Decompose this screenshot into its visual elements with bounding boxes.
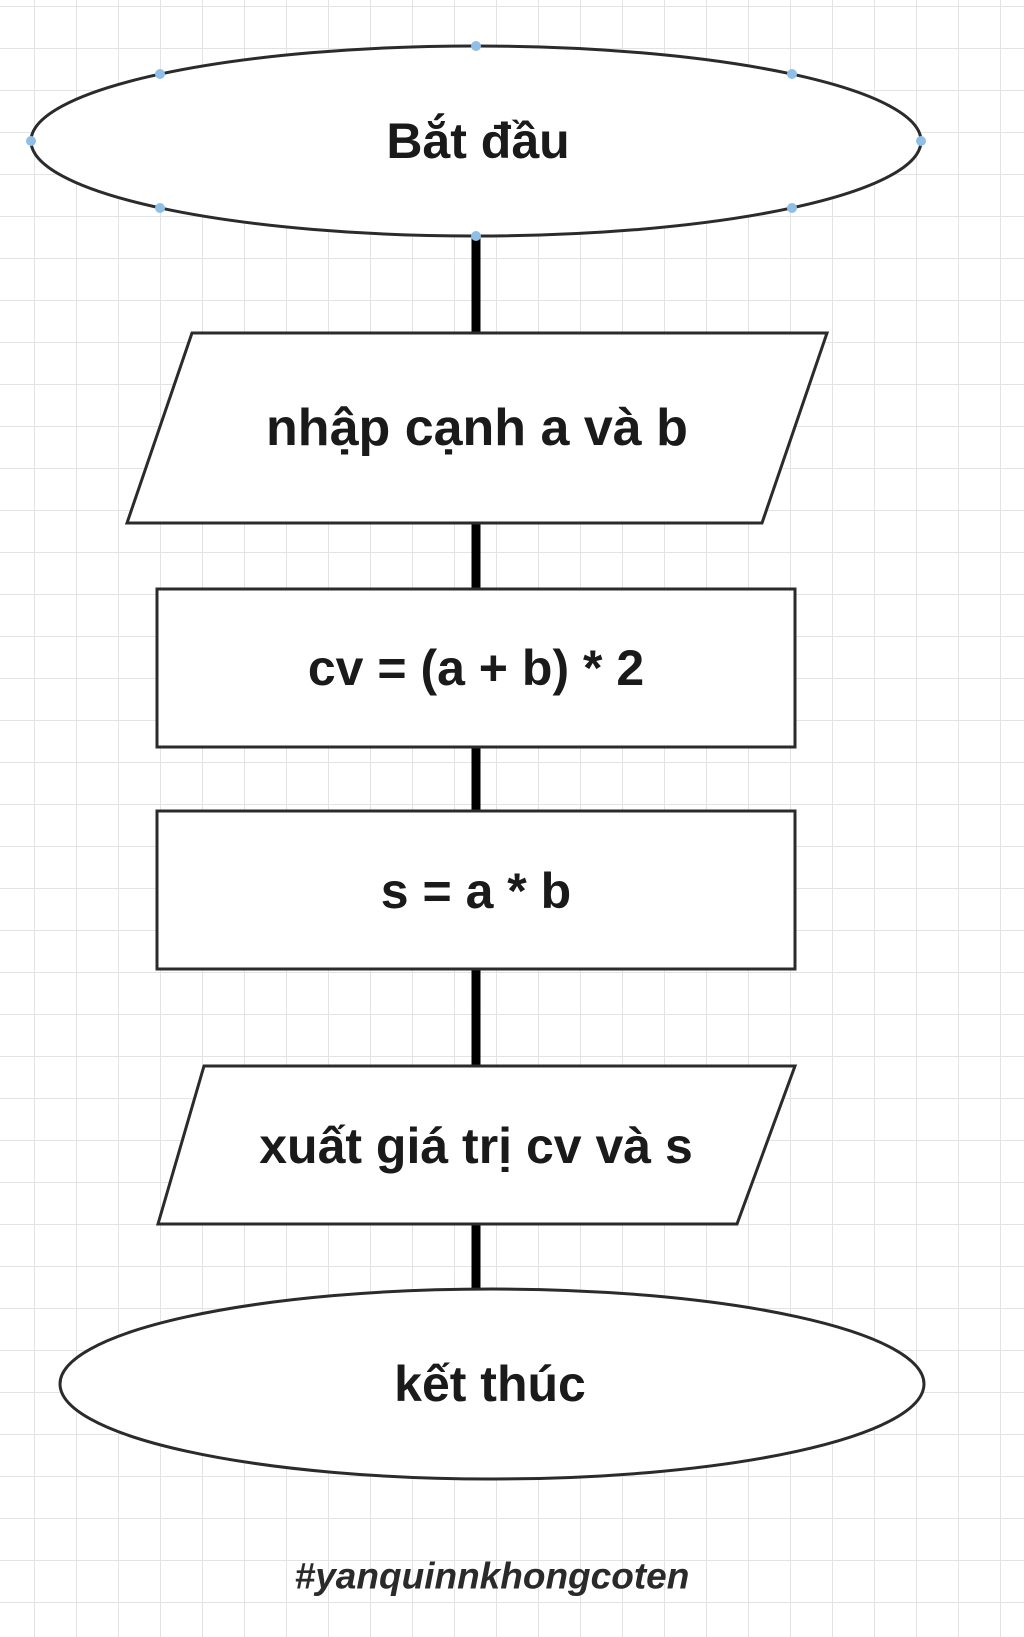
end-node[interactable]: kết thúc <box>58 1287 926 1481</box>
selection-handle[interactable] <box>155 203 165 213</box>
output-node[interactable]: xuất giá trị cv và s <box>156 1064 798 1226</box>
input-node[interactable]: nhập cạnh a và b <box>124 331 830 525</box>
process-area-label: s = a * b <box>381 863 571 919</box>
selection-handle[interactable] <box>26 136 36 146</box>
selection-handle[interactable] <box>916 136 926 146</box>
process-perimeter-label: cv = (a + b) * 2 <box>308 640 644 696</box>
output-parallelogram <box>156 1064 798 1226</box>
end-label: kết thúc <box>394 1356 586 1412</box>
selection-handles <box>26 41 926 241</box>
selection-handle[interactable] <box>471 231 481 241</box>
process-perimeter-rect <box>155 587 797 749</box>
input-label: nhập cạnh a và b <box>266 399 688 457</box>
selection-handle[interactable] <box>787 69 797 79</box>
start-node[interactable]: Bắt đầu <box>26 41 926 241</box>
process-area-rect <box>155 809 797 971</box>
selection-handle[interactable] <box>787 203 797 213</box>
selection-handle[interactable] <box>471 41 481 51</box>
start-label: Bắt đầu <box>386 113 569 169</box>
input-parallelogram <box>124 331 830 525</box>
end-ellipse <box>58 1287 926 1481</box>
watermark-text: #yanquinnkhongcoten <box>295 1556 690 1597</box>
process-area-node[interactable]: s = a * b <box>155 809 797 971</box>
selection-handle[interactable] <box>155 69 165 79</box>
process-perimeter-node[interactable]: cv = (a + b) * 2 <box>155 587 797 749</box>
output-label: xuất giá trị cv và s <box>259 1118 693 1174</box>
